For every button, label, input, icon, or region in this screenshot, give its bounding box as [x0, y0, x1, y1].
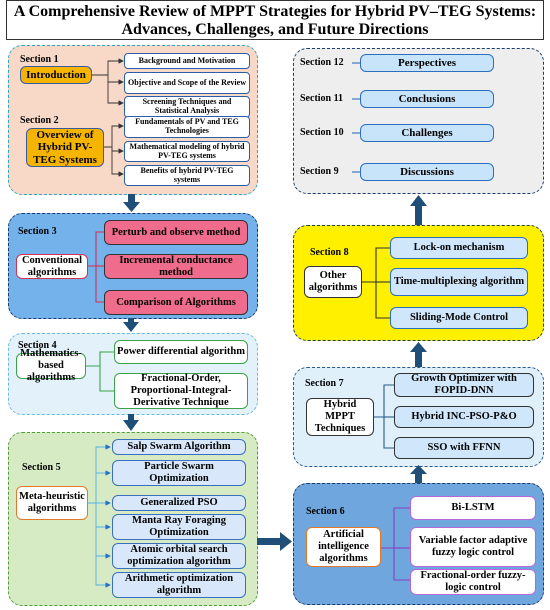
section-1-label: Section 1: [20, 54, 59, 65]
hybrid-mppt-box: Hybrid MPPT Techniques: [306, 398, 374, 436]
section-2-label: Section 2: [20, 115, 59, 126]
lock-on-box: Lock-on mechanism: [390, 237, 528, 259]
overview-hybrid-pv-teg-box: Overview of Hybrid PV-TEG Systems: [26, 128, 104, 167]
arithmetic-optimization-box: Arithmetic optimization algorithm: [112, 572, 246, 598]
manta-ray-box: Manta Ray Foraging Optimization: [112, 514, 246, 540]
fopid-technique-box: Fractional-Order, Proportional-Integral-…: [114, 373, 248, 409]
section-9-label: Section 9: [300, 166, 339, 177]
section-12-label: Section 12: [300, 57, 344, 68]
time-multiplexing-box: Time-multiplexing algorithm: [390, 268, 528, 296]
power-differential-box: Power differential algorithm: [114, 340, 248, 364]
adaptive-fuzzy-box: Variable factor adaptive fuzzy logic con…: [410, 527, 536, 567]
challenges-box: Challenges: [360, 124, 494, 142]
diagram-title: A Comprehensive Review of MPPT Strategie…: [6, 0, 544, 40]
meta-heuristic-box: Meta-heuristic algorithms: [16, 486, 88, 520]
comparison-of-algorithms-box: Comparison of Algorithms: [104, 290, 248, 315]
conventional-algorithms-box: Conventional algorithms: [16, 254, 88, 279]
perturb-and-observe-box: Perturb and observe method: [104, 220, 248, 245]
section-6-label: Section 6: [306, 506, 345, 517]
section-4-label: Section 4: [18, 340, 57, 351]
ai-algorithms-box: Artificial intelligence algorithms: [306, 527, 381, 567]
conclusions-box: Conclusions: [360, 90, 494, 108]
section-1-item-1: Background and Motivation: [124, 53, 250, 69]
fractional-fuzzy-box: Fractional-order fuzzy-logic control: [410, 569, 536, 595]
section-2-item-2: Mathematical modeling of hybrid PV-TEG s…: [124, 141, 250, 162]
section-1-item-3: Screening Techniques and Statistical Ana…: [124, 96, 250, 118]
section-2-item-1: Fundamentals of PV and TEG Technologies: [124, 116, 250, 138]
introduction-box: Introduction: [20, 66, 92, 84]
section-1-item-2: Objective and Scope of the Review: [124, 72, 250, 94]
section-3-label: Section 3: [18, 226, 57, 237]
hybrid-inc-pso-box: Hybrid INC-PSO-P&O: [394, 406, 534, 428]
bi-lstm-box: Bi-LSTM: [410, 496, 536, 520]
mathematics-based-box: Mathematics-based algorithms: [16, 348, 86, 383]
section-7-label: Section 7: [305, 378, 344, 389]
perspectives-box: Perspectives: [360, 54, 494, 72]
discussions-box: Discussions: [360, 163, 494, 181]
sliding-mode-box: Sliding-Mode Control: [390, 307, 528, 329]
sso-ffnn-box: SSO with FFNN: [394, 437, 534, 459]
particle-swarm-box: Particle Swarm Optimization: [112, 460, 246, 486]
section-2-item-3: Benefits of hybrid PV-TEG systems: [124, 165, 250, 186]
atomic-orbital-box: Atomic orbital search optimization algor…: [112, 543, 246, 569]
section-8-label: Section 8: [310, 247, 349, 258]
growth-optimizer-box: Growth Optimizer with FOPID-DNN: [394, 373, 534, 397]
other-algorithms-box: Other algorithms: [304, 266, 362, 298]
section-11-label: Section 11: [300, 93, 344, 104]
generalized-pso-box: Generalized PSO: [112, 495, 246, 511]
section-5-label: Section 5: [22, 462, 61, 473]
salp-swarm-box: Salp Swarm Algorithm: [112, 439, 246, 455]
incremental-conductance-box: Incremental conductance method: [104, 254, 248, 279]
section-10-label: Section 10: [300, 127, 344, 138]
